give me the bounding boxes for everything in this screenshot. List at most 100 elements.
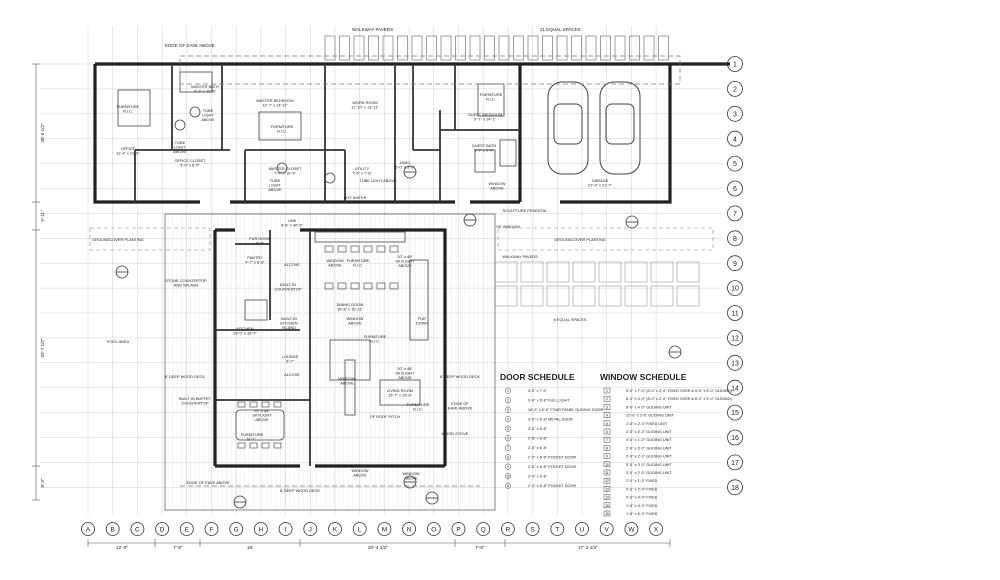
column-marker-circle xyxy=(476,522,491,536)
room-label-eight-equal: 8 EQUAL SPACES xyxy=(554,317,587,322)
row-marker: 11 xyxy=(731,311,738,318)
room-label-pool: POOL AREA xyxy=(107,339,130,344)
window-spec: 4'-0" x 1'-0" GLIDING UNIT xyxy=(626,438,672,442)
row-marker: 13 xyxy=(731,360,739,367)
door-spec: 2'-6" x 6'-8" POCKET DOOR xyxy=(528,465,576,469)
door-spec: 2'-4" x 6'-8" xyxy=(528,475,548,479)
groundcover-areas xyxy=(89,227,714,251)
column-marker-circle xyxy=(204,522,219,536)
room-label-deck8b: 8' DEEP WOOD DECK xyxy=(440,374,480,379)
deck-outline xyxy=(164,213,496,511)
window-tag: 9 xyxy=(606,455,608,459)
row-marker: 3 xyxy=(733,111,737,118)
window-tag-box xyxy=(603,387,611,394)
column-marker: P xyxy=(456,527,460,534)
door-spec: 2'-8" x 6'-8" xyxy=(528,437,548,441)
door-spec: 3'-0" x 6'-8" FULL LIGHT xyxy=(528,399,570,403)
column-marker: F xyxy=(210,527,214,534)
row-marker-circle xyxy=(727,230,743,247)
column-marker: C xyxy=(135,527,140,534)
left-dimension: 33'-7 1/2" xyxy=(40,338,45,357)
window-tag: 13 xyxy=(605,487,609,491)
column-marker: X xyxy=(654,527,659,534)
column-marker-circle xyxy=(328,522,342,536)
column-marker: D xyxy=(160,527,165,534)
row-marker-circle xyxy=(727,130,743,147)
column-marker: B xyxy=(111,527,115,534)
window-tag-box xyxy=(603,477,611,484)
column-marker: V xyxy=(605,527,610,534)
door-tag-circle xyxy=(504,397,512,404)
window-tag: 1 xyxy=(606,389,608,393)
window-spec: 2'-0" x 3'-0" GLIDING UNIT xyxy=(626,446,672,450)
cars xyxy=(547,81,641,175)
column-marker: S xyxy=(530,527,535,534)
door-tag: 8 xyxy=(507,456,509,460)
column-marker: U xyxy=(580,527,585,534)
window-spec: 2'-0" x 2'-0" FIXED UNIT xyxy=(626,422,668,426)
walkway-label: WALKWAY PAVERS xyxy=(352,27,393,32)
door-spec: 3'-0" x 7'-0" xyxy=(528,389,548,393)
door-tag-circle xyxy=(504,482,512,489)
door-tag-circle xyxy=(504,463,512,470)
room-label-deck8: 8' DEEP WOOD DECK xyxy=(165,374,205,379)
door-tag: 11 xyxy=(506,484,510,488)
window-tag: 10 xyxy=(605,463,609,467)
column-marker-circle xyxy=(426,522,441,536)
row-marker: 16 xyxy=(731,435,739,442)
interior-walls xyxy=(134,64,520,466)
window-tag-box xyxy=(603,436,611,443)
column-marker-circle xyxy=(377,522,392,536)
door-tag: 4 xyxy=(507,418,509,422)
window-spec: 8'-0" x 4'-0" GLIDING UNIT xyxy=(626,405,672,409)
window-spec: 1'-6" x 4'-0" FIXED xyxy=(626,504,658,508)
walkway-pavers-top xyxy=(324,35,669,61)
door-tag: 7 xyxy=(507,446,509,450)
column-marker-circle xyxy=(179,522,194,536)
window-tag-box xyxy=(603,510,611,517)
row-marker: 7 xyxy=(733,211,737,218)
column-marker: W xyxy=(628,527,635,534)
window-tag-box xyxy=(603,412,611,418)
window-spec: 2'-0" x 2'-0" FIXED xyxy=(626,487,658,491)
door-tag-circle xyxy=(504,454,512,461)
row-marker-circle xyxy=(727,429,743,446)
column-marker-circle xyxy=(278,522,293,536)
window-spec: 1'-6" x 6'-0" FIXED xyxy=(626,512,658,516)
column-marker-circle xyxy=(500,522,515,536)
left-dimension: 30'-5 1/2" xyxy=(40,123,45,142)
column-marker: G xyxy=(234,527,239,534)
row-marker: 2 xyxy=(733,87,737,94)
column-marker: K xyxy=(333,527,338,534)
window-tag-box xyxy=(603,502,611,509)
door-spec: 2'-0" x 6'-8" POCKET DOOR xyxy=(528,456,576,460)
window-spec: 5'-0" x 7'-0" (5'-0" x 2'-0" FIXED OVER … xyxy=(626,389,733,393)
door-spec: 3'-0" x 6'-8" xyxy=(528,427,548,431)
row-marker: 17 xyxy=(731,460,739,467)
row-marker-circle xyxy=(727,404,743,421)
room-label-roof-pitch: OF ROOF PITCH xyxy=(370,414,401,419)
row-marker: 1 xyxy=(733,62,737,69)
door-tag-circle xyxy=(504,416,512,423)
door-tag-circle xyxy=(504,473,512,480)
column-marker-circle xyxy=(81,522,95,536)
door-tag: 5 xyxy=(507,427,509,431)
door-tag: 3 xyxy=(507,408,509,412)
row-marker: 6 xyxy=(733,186,737,193)
bottom-dimension: 7'-6" xyxy=(475,545,485,551)
